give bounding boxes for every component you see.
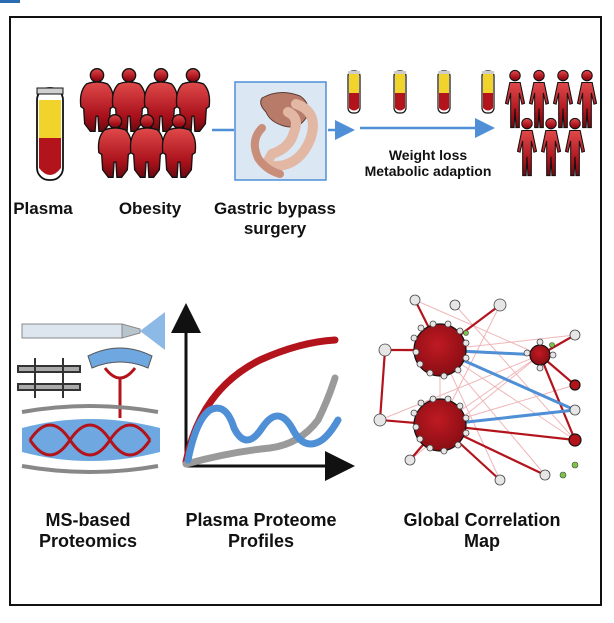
- surgery-label-line2: surgery: [243, 218, 307, 238]
- plasma-tube-icon: [36, 87, 64, 181]
- profiles-label-line1: Plasma Proteome: [185, 510, 337, 530]
- network-label-line1: Global Correlation: [403, 510, 561, 530]
- ms-label-line1: MS-based: [45, 510, 131, 530]
- ms-label-line2: Proteomics: [38, 530, 138, 551]
- proteome-profiles-plot: [171, 303, 355, 481]
- outcome-label-line2: Metabolic adaption: [364, 163, 492, 180]
- profiles-label-line2: Profiles: [227, 530, 295, 551]
- profiles-label: Plasma Proteome Profiles: [168, 510, 354, 551]
- outcome-label: Weight loss Metabolic adaption: [333, 147, 523, 179]
- gastric-bypass-icon: [234, 81, 327, 181]
- network-label: Global Correlation Map: [382, 510, 582, 551]
- ms-proteomics-label: MS-based Proteomics: [18, 510, 158, 551]
- obesity-label: Obesity: [118, 199, 182, 218]
- mass-spectrometer-icon: [17, 312, 165, 474]
- plasma-label: Plasma: [13, 199, 73, 218]
- sample-tubes-icon: [347, 70, 495, 114]
- correlation-network: [373, 294, 582, 486]
- graphical-abstract-frame: [9, 16, 602, 606]
- network-label-line2: Map: [464, 530, 500, 551]
- surgery-label-line1: Gastric bypass: [214, 199, 336, 218]
- obese-people-icon: [79, 67, 211, 179]
- surgery-label: Gastric bypass surgery: [190, 199, 360, 238]
- header-corner-mark: [0, 0, 20, 3]
- outcome-label-line1: Weight loss: [388, 147, 468, 163]
